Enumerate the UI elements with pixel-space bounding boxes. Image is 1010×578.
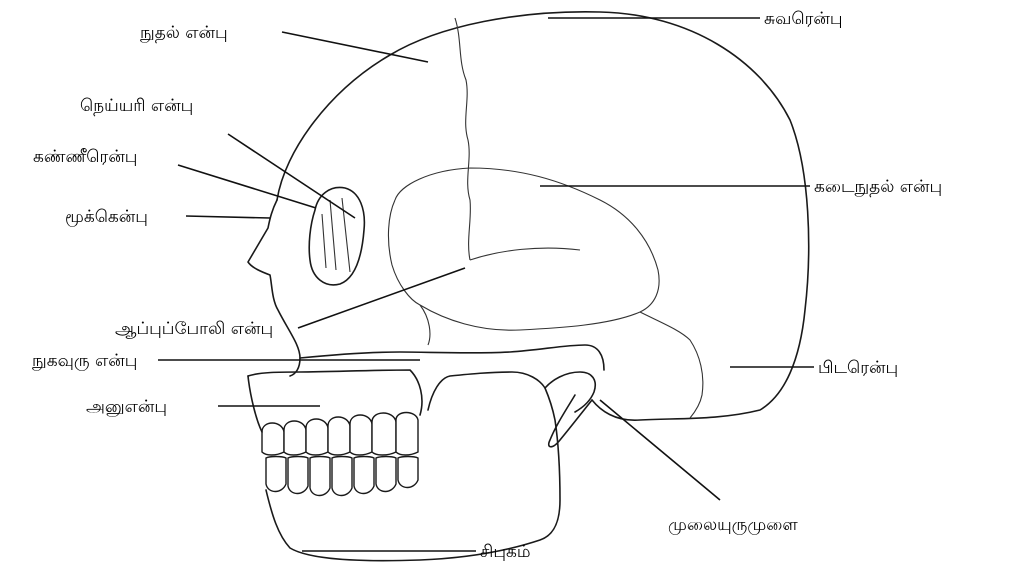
label-parietal: சுவரென்பு	[764, 9, 843, 29]
sphenoid-outline	[388, 200, 429, 345]
leader-nasal	[186, 216, 270, 218]
label-maxilla: அனுஎன்பு	[86, 397, 167, 417]
squamosal-suture	[470, 248, 580, 260]
label-ethmoid: நெய்யரி என்பு	[80, 96, 193, 116]
upper-teeth	[262, 413, 418, 456]
label-occipital: பிடரென்பு	[818, 358, 898, 378]
label-nasal: மூக்கென்பு	[65, 207, 148, 227]
lambdoid-suture	[640, 312, 703, 418]
leader-mastoid	[600, 400, 720, 500]
cranium-outline	[277, 12, 809, 420]
label-temporal: கடைநுதல் என்பு	[814, 177, 942, 197]
label-frontal: நுதல் என்பு	[140, 23, 228, 43]
leader-ethmoid	[228, 134, 355, 218]
label-mastoid: முலையுருமுளை	[668, 515, 798, 535]
orbit-outline	[309, 187, 364, 284]
maxilla-outline	[248, 370, 422, 415]
leader-lacrimal	[178, 165, 316, 208]
label-zygomatic: நுகவுரு என்பு	[32, 351, 137, 371]
label-sphenoid: ஆப்புப்போலி என்பு	[115, 319, 273, 339]
coronal-suture	[455, 18, 470, 260]
face-outline	[248, 200, 300, 376]
leader-sphenoid	[298, 268, 465, 328]
zygomatic-arch	[300, 345, 604, 370]
lower-teeth	[266, 457, 418, 496]
label-mandible: சிபுகம்	[480, 542, 531, 562]
orbit-inner-lines	[322, 198, 350, 272]
label-lacrimal: கண்ணீரென்பு	[33, 147, 137, 167]
